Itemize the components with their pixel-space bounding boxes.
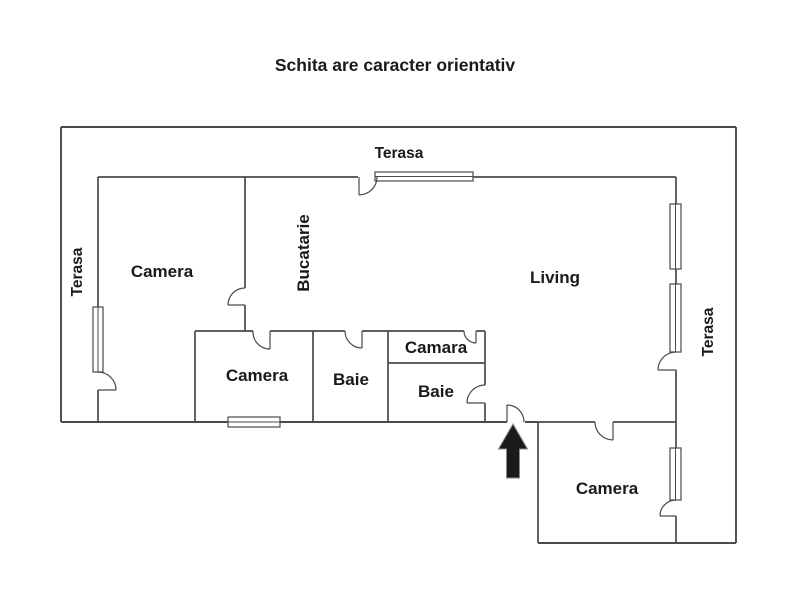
- window: [92, 306, 104, 373]
- window: [227, 416, 281, 428]
- room-label-terasa-top: Terasa: [375, 145, 424, 162]
- room-label-terasa-left: Terasa: [69, 247, 86, 296]
- doors: [97, 176, 677, 517]
- inner-walls: [97, 176, 677, 422]
- room-label-baie-1: Baie: [333, 370, 369, 389]
- door-arc: [252, 330, 271, 350]
- door-arc: [358, 176, 378, 196]
- page-title: Schita are caracter orientativ: [275, 55, 516, 75]
- door-arc: [594, 421, 614, 441]
- door-arc: [463, 330, 477, 344]
- door-arc: [227, 287, 246, 306]
- room-label-camera-top-left: Camera: [131, 262, 194, 281]
- door-arc: [97, 371, 117, 391]
- door-arc: [657, 351, 677, 371]
- window: [669, 283, 682, 353]
- window: [669, 447, 682, 501]
- room-label-terasa-right: Terasa: [700, 307, 717, 356]
- door-arc: [506, 404, 525, 423]
- window: [374, 171, 474, 182]
- room-label-bucatarie: Bucatarie: [294, 214, 313, 291]
- room-label-camara: Camara: [405, 338, 468, 357]
- outer-boundary: [60, 126, 737, 543]
- door-arc: [466, 384, 486, 404]
- room-label-baie-2: Baie: [418, 382, 454, 401]
- bottom-right-room-walls: [537, 421, 736, 544]
- room-label-camera-bottom-right: Camera: [576, 479, 639, 498]
- door-arc: [344, 330, 363, 349]
- window: [669, 203, 682, 270]
- windows: [92, 171, 682, 501]
- door-arc: [659, 499, 677, 517]
- room-label-living: Living: [530, 268, 580, 287]
- room-label-camera-middle: Camera: [226, 366, 289, 385]
- entrance-arrow-icon: [497, 423, 529, 479]
